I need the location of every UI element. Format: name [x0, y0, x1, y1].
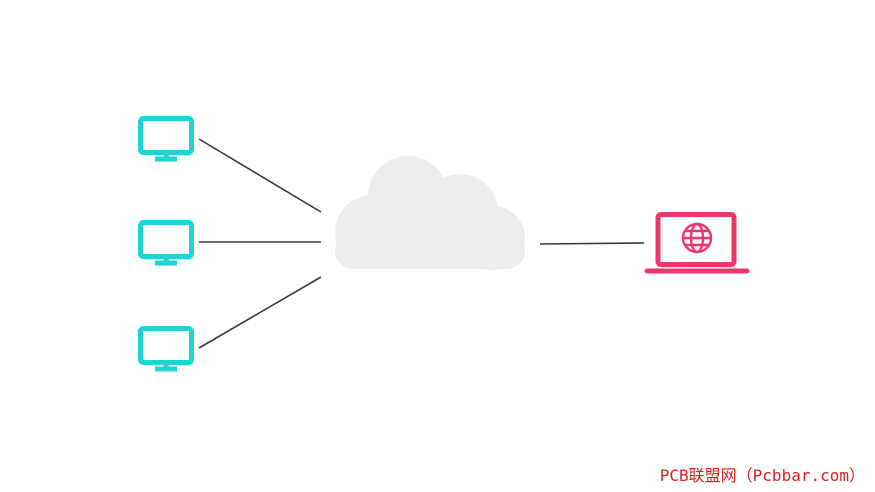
- desktop-monitor-icon: [138, 116, 194, 162]
- globe-icon: [681, 222, 713, 254]
- desktop-monitor-icon: [138, 220, 194, 266]
- connector-cloud-to-server: [539, 242, 645, 245]
- connector-client-1-to-cloud: [198, 138, 322, 213]
- connector-client-3-to-cloud: [198, 276, 322, 349]
- cloud-icon: [335, 156, 525, 270]
- connectors: [198, 138, 645, 349]
- laptop-globe-icon: [644, 212, 750, 274]
- desktop-monitor-icon: [138, 326, 194, 372]
